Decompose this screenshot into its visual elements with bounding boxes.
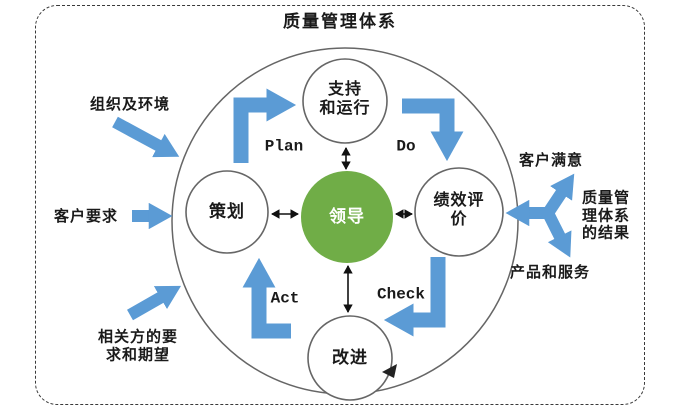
qms-results-label: 质量管 理体系 的结果	[582, 189, 630, 242]
qms-results-line3: 的结果	[581, 224, 631, 242]
check-arrow-icon	[383, 257, 446, 337]
planning-label: 策划	[209, 201, 245, 221]
performance-evaluation-circle	[414, 167, 504, 257]
output-down-arrow-icon	[539, 204, 572, 258]
dashed-border-frame	[35, 5, 645, 405]
leadership-circle	[301, 171, 393, 263]
stakeholder-needs-label: 相关方的要 求和期望	[98, 328, 178, 363]
ring-arrowhead-icon	[382, 364, 397, 378]
diagram-title: 质量管理体系	[283, 11, 397, 31]
stakeholder-line1: 相关方的要	[97, 328, 179, 346]
performance-line2: 价	[450, 211, 468, 228]
act-arrow-icon	[242, 257, 291, 339]
support-line1: 支持	[327, 81, 363, 99]
improvement-label: 改进	[332, 347, 368, 367]
customer-requirements-label: 客户要求	[53, 208, 119, 226]
qms-results-line2: 理体系	[581, 207, 631, 225]
input-arrows	[112, 116, 182, 321]
organization-context-arrow-icon	[112, 116, 180, 158]
stakeholder-needs-arrow-icon	[127, 285, 182, 321]
output-arrows	[505, 173, 575, 258]
planning-circle	[185, 170, 269, 254]
support-line2: 和运行	[319, 100, 371, 117]
support-operation-circle	[302, 58, 388, 144]
support-operation-label: 支持 和运行	[319, 81, 370, 119]
performance-line1: 绩效评	[433, 192, 485, 210]
check-label: Check	[376, 285, 426, 304]
act-label: Act	[270, 289, 300, 308]
leadership-links	[271, 147, 413, 313]
plan-label: Plan	[264, 137, 304, 156]
products-services-label: 产品和服务	[509, 264, 591, 282]
customer-satisfaction-label: 客户满意	[518, 152, 584, 170]
do-arrow-icon	[402, 98, 464, 162]
leadership-label: 领导	[329, 206, 365, 226]
plan-arrow-icon	[233, 88, 297, 163]
pdca-arrows	[233, 88, 464, 339]
do-label: Do	[396, 137, 416, 156]
stakeholder-line2: 求和期望	[105, 346, 171, 363]
organization-context-label: 组织及环境	[89, 96, 171, 114]
improvement-circle	[307, 315, 393, 401]
performance-evaluation-label: 绩效评 价	[433, 192, 484, 230]
qms-results-line1: 质量管	[581, 189, 631, 207]
